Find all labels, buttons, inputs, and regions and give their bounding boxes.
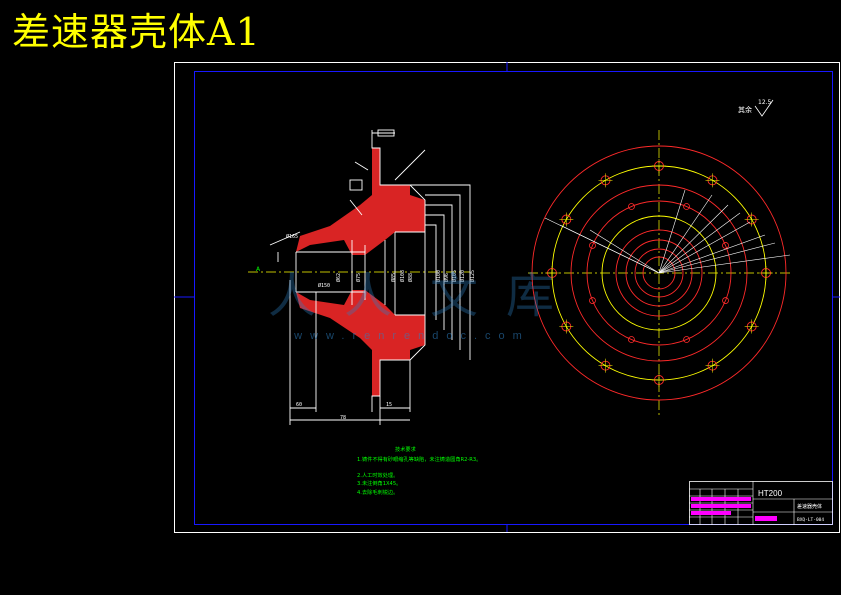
roughness-label: 其余 (738, 105, 752, 114)
dim-label: Ø62 (335, 273, 342, 282)
dim-label: Ø100 (435, 270, 442, 282)
dimension-leader (658, 194, 713, 274)
pin-hole (628, 203, 635, 210)
pin-hole (589, 297, 596, 304)
outer-frame (174, 62, 840, 533)
dimension-leader (658, 189, 686, 274)
dim-label: Ø108 (399, 270, 406, 282)
note-item: 1.铸件不得有砂眼缩孔等缺陷，未注铸造圆角R2-R3。 (357, 455, 481, 463)
dimension-leader (658, 221, 751, 274)
concentric-circle (570, 184, 748, 362)
part-name: 差速器壳体 (797, 503, 822, 510)
dimension-leader (559, 224, 660, 274)
title-block: HT200 差速器壳体 BXQ-LT-004 (689, 481, 833, 525)
svg-text:A: A (256, 266, 261, 273)
dim-label: Ø150 (318, 282, 330, 289)
roughness-value: 12.5 (758, 99, 772, 106)
drawing-number: BXQ-LT-004 (797, 517, 824, 523)
concentric-circle (586, 200, 732, 346)
dimension-leader (658, 234, 766, 274)
dimension-leader (658, 212, 741, 274)
note-item: 4.去除毛刺锐边。 (357, 488, 398, 496)
notes-heading: 技术要求 (395, 445, 417, 453)
dim-label: 78 (340, 415, 346, 421)
dim-label: Ø96 (443, 273, 450, 282)
pin-hole (589, 242, 596, 249)
section-hatch-upper (296, 148, 425, 255)
end-view (528, 130, 791, 415)
concentric-circle (625, 239, 693, 307)
page-title: 差速器壳体A1 (12, 10, 261, 54)
concentric-circle (531, 145, 787, 401)
dimension-leader (658, 254, 791, 274)
dimension-leader (658, 204, 729, 274)
dim-label: 15 (386, 402, 392, 408)
concentric-circle (615, 229, 703, 317)
dim-label: Ø85 (390, 273, 397, 282)
roughness-symbol: 其余 12.5 (738, 99, 774, 117)
dim-label: Ø165 (286, 233, 298, 240)
dim-label: Ø88 (407, 273, 414, 282)
dimension-labels: Ø125 Ø120 Ø105 Ø96 Ø100 Ø88 Ø108 Ø85 Ø75… (286, 233, 476, 421)
dim-label: 60 (296, 402, 302, 408)
section-hatch-lower (296, 290, 425, 396)
note-item: 2.人工时效处理。 (357, 471, 398, 479)
pin-hole (628, 336, 635, 343)
dimension-leader (658, 242, 776, 274)
dim-label: Ø75 (355, 273, 362, 282)
section-view: Ø125 Ø120 Ø105 Ø96 Ø100 Ø88 Ø108 Ø85 Ø75… (248, 129, 476, 425)
pin-hole (683, 336, 690, 343)
dimension-leader (589, 229, 660, 274)
note-item: 3.未注倒角1X45。 (357, 479, 401, 487)
pin-hole (683, 203, 690, 210)
concentric-circle (601, 215, 717, 331)
material-label: HT200 (758, 489, 783, 498)
concentric-circle (634, 248, 684, 298)
dim-label: Ø120 (459, 270, 466, 282)
pin-hole (722, 242, 729, 249)
concentric-circle (642, 256, 676, 290)
dim-label: Ø105 (451, 270, 458, 282)
technical-notes: 技术要求 1.铸件不得有砂眼缩孔等缺陷，未注铸造圆角R2-R3。 2.人工时效处… (357, 445, 481, 496)
pin-hole (722, 297, 729, 304)
inner-frame (194, 71, 833, 525)
dim-label: Ø125 (469, 270, 476, 282)
center-marks (174, 62, 840, 532)
